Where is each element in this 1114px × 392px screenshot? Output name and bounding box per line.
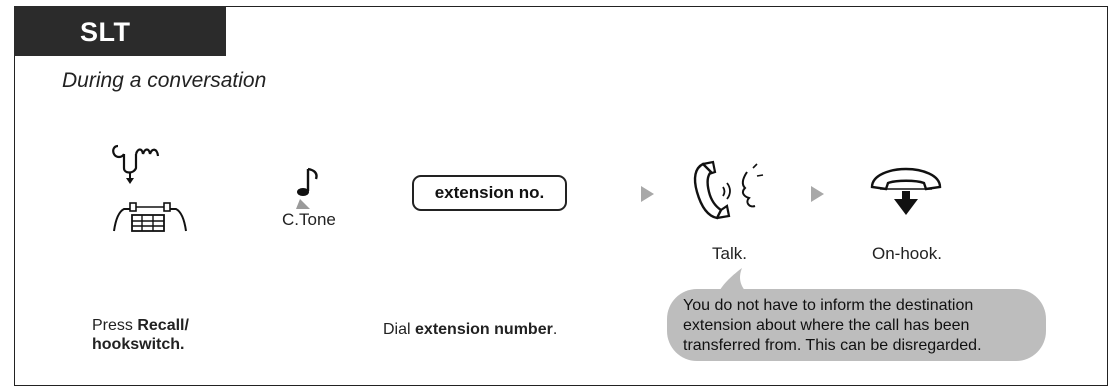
extension-no-key: extension no. — [412, 175, 567, 211]
handset-talk-icon — [689, 158, 775, 229]
onhook-label: On-hook. — [872, 244, 942, 263]
talk-label: Talk. — [712, 244, 747, 263]
slt-tab: SLT — [14, 6, 226, 56]
note-bubble: You do not have to inform the destinatio… — [667, 289, 1046, 361]
note-bubble-tail — [718, 268, 748, 294]
hand-press-icon — [108, 140, 168, 190]
hookswitch-icon — [110, 197, 190, 242]
dial-extension-description: Dial extension number. — [383, 321, 558, 338]
condition-subtitle: During a conversation — [62, 69, 267, 92]
arrow-right-icon — [811, 186, 824, 202]
arrow-right-icon — [641, 186, 654, 202]
press-recall-description: Press Recall/ hookswitch. — [92, 317, 189, 353]
onhook-icon — [866, 163, 946, 224]
music-note-icon — [294, 165, 324, 216]
ctone-label: C.Tone — [282, 210, 336, 229]
